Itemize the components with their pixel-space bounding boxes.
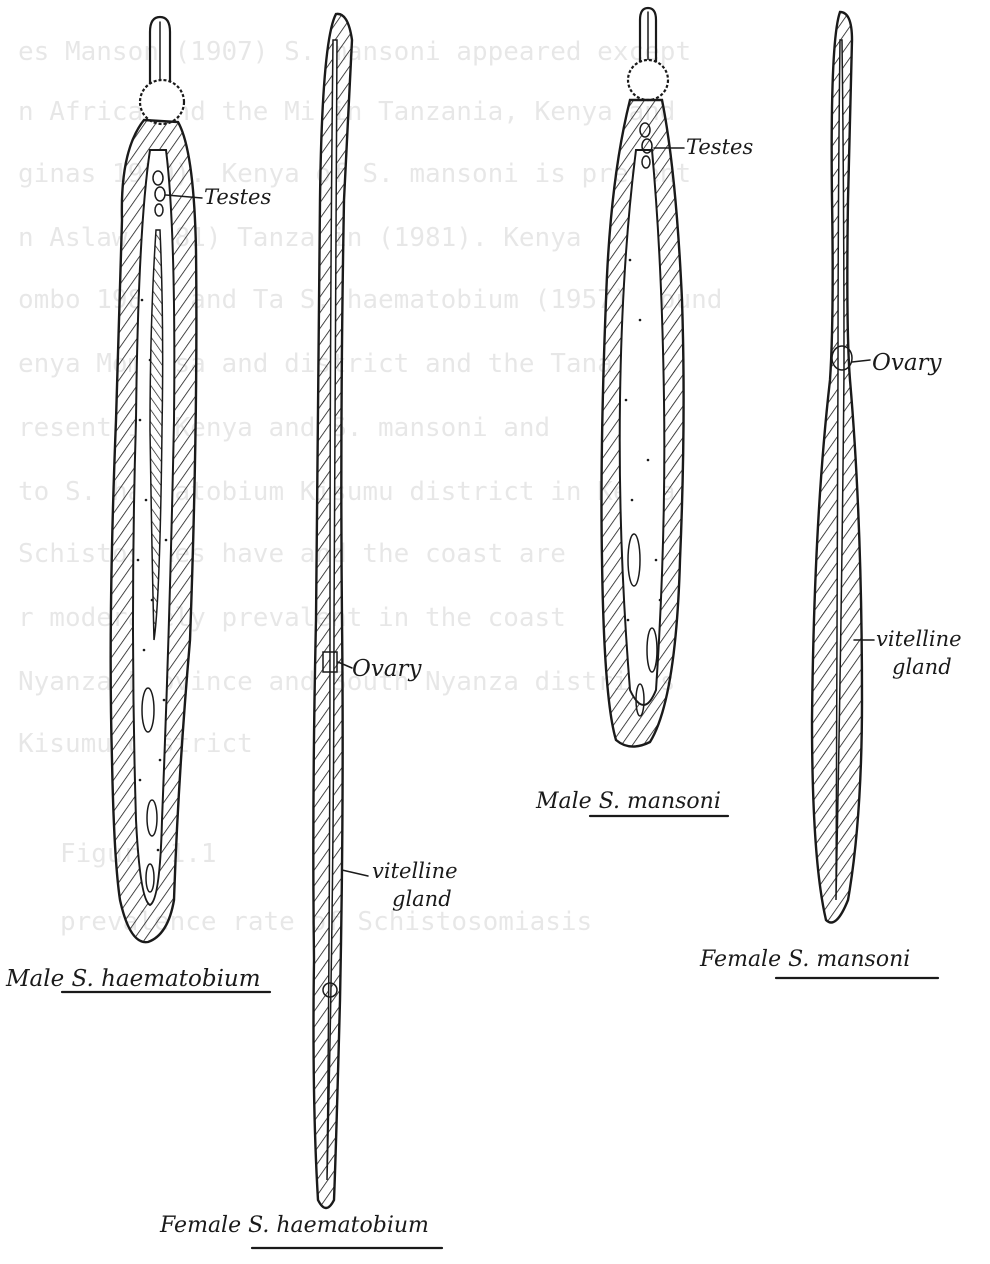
ventral-sucker [140,80,184,124]
label-gland-right: gland [892,655,952,679]
background-text-line: Schistosomes have and the coast are [18,539,566,569]
label-male-haematobium: Male S. haematobium [5,966,261,992]
background-text-line: enya Mombasa and district and the Tana [18,349,613,379]
label-testes-right: Testes [686,135,753,159]
label-gland-left: gland [392,887,452,911]
label-ovary-left: Ovary [352,656,423,682]
label-ovary-right: Ovary [872,350,943,376]
label-testes-left: Testes [204,185,271,209]
background-text-line: ginas 1950). Kenya of S. mansoni is pres… [18,159,691,189]
label-female-haematobium: Female S. haematobium [159,1213,429,1238]
male-haematobium-drawing [111,17,202,942]
female-mansoni-drawing [812,12,874,923]
background-text-line: n Aslaw 1981) Tanza in (1981). Kenya [18,223,582,253]
background-text-line: r moderately prevalent in the coast [18,603,566,633]
label-male-mansoni: Male S. mansoni [535,789,721,814]
background-text-line: es Manson (1907) S. mansoni appeared exc… [18,37,691,67]
ventral-sucker-mansoni [628,60,668,100]
label-female-mansoni: Female S. mansoni [699,947,910,972]
background-text-line: resent in Kenya and S. mansoni and [18,413,550,443]
label-vitelline-right: vitelline [876,627,962,651]
label-vitelline-left: vitelline [372,859,458,883]
